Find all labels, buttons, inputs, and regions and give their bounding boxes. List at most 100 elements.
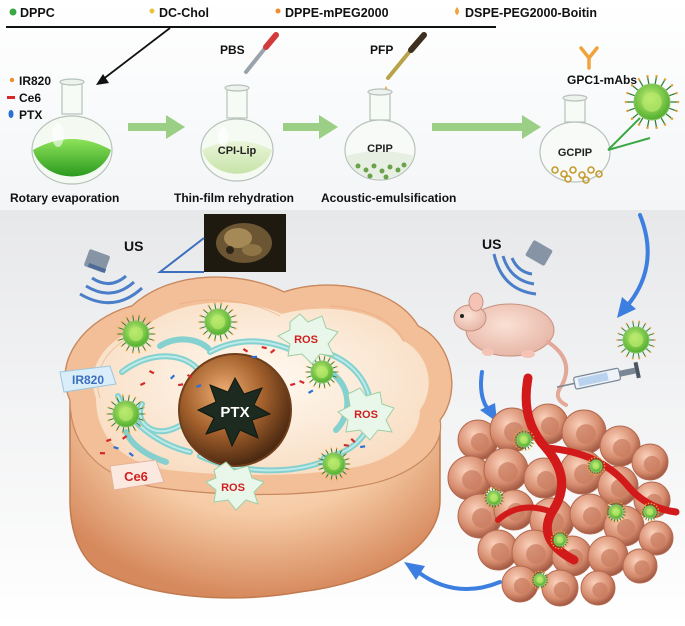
component-label-ir820: IR820: [19, 74, 51, 88]
ros-burst-2: [337, 387, 395, 441]
tumor-cell-26: [580, 570, 616, 606]
drug-mark-20: [148, 370, 155, 375]
legend-label-dppc: DPPC: [20, 6, 55, 20]
legend-dot-dc-chol: [149, 8, 155, 14]
blood-vessel-branch-2: [495, 504, 555, 523]
tumor-tissue: [447, 373, 680, 607]
pipette-pbs: [244, 32, 279, 74]
nanoparticle-large: [624, 75, 680, 129]
flow-arrow-bottom: [404, 562, 502, 592]
drug-mark-14: [290, 382, 296, 387]
component-dot-ir820: [9, 77, 15, 83]
step-caption-2: Thin-film rehydration: [174, 191, 294, 205]
reagent-pfp: PFP: [370, 43, 393, 57]
ultrasound-probe-right-icon: [492, 240, 553, 296]
drug-mark-1: [170, 374, 176, 380]
tumor-nanoparticle-1: [513, 429, 535, 451]
nanoparticle-side: [616, 320, 656, 360]
cell-label-ce6: Ce6: [124, 469, 148, 484]
legend-label-dppe: DPPE-mPEG2000: [285, 6, 389, 20]
drug-mark-10: [113, 446, 119, 450]
tumor-cell-1: [457, 419, 499, 461]
tumor-cell-7: [447, 455, 493, 501]
antibody-icon: [579, 46, 599, 70]
legend-label-dspe: DSPE-PEG2000-Boitin: [465, 6, 597, 20]
ir820-tag: [59, 365, 117, 393]
drug-molecules: [99, 346, 366, 457]
flask-cpip: [344, 88, 416, 181]
drug-mark-3: [186, 374, 193, 379]
flask-gcpip: [539, 94, 611, 184]
component-mark-ptx: [8, 110, 14, 118]
drug-mark-5: [261, 346, 267, 350]
drug-mark-18: [350, 437, 356, 444]
tumor-cell-13: [457, 493, 503, 539]
ce6-tag: [109, 459, 165, 491]
tumor-cell-23: [622, 548, 658, 584]
ros-burst-3: [205, 461, 265, 511]
tumor-cell-6: [631, 443, 669, 481]
tumor-cell: PTX ROS ROS ROS IR820 Ce6: [59, 276, 453, 599]
legend-label-dc-chol: DC-Chol: [159, 6, 209, 20]
ptx-burst-icon: [196, 376, 272, 448]
drug-mark-12: [99, 452, 105, 455]
drug-mark-4: [196, 383, 202, 389]
tumor-nanoparticle-4: [605, 501, 627, 523]
us-label-right: US: [482, 236, 501, 252]
drug-mark-15: [299, 380, 305, 384]
components-list: IR820 Ce6 PTX: [7, 74, 51, 122]
tumor-cell-16: [569, 493, 611, 535]
drug-mark-8: [242, 348, 249, 353]
blood-vessel: [521, 373, 579, 565]
cell-nanoparticle-2: [198, 302, 238, 342]
flow-arrow-middle: [479, 370, 497, 422]
component-label-ce6: Ce6: [19, 91, 41, 105]
drug-mark-17: [343, 443, 349, 447]
legend: DPPC DC-Chol DPPE-mPEG2000 DSPE-PEG2000-…: [6, 6, 597, 28]
ros-label-3: ROS: [221, 482, 245, 494]
tumor-cell-4: [561, 409, 607, 455]
drug-mark-7: [252, 355, 258, 359]
cell-nanoparticle-5: [317, 447, 351, 481]
process-arrow-1: [128, 115, 185, 139]
nanoparticle-zoom-icon: [624, 75, 680, 129]
step-caption-3: Acoustic-emulsification: [321, 191, 456, 205]
drug-mark-21: [139, 381, 146, 386]
us-label-left: US: [124, 238, 143, 254]
tumor-cell-19: [477, 529, 519, 571]
legend-dot-dppc: [9, 8, 17, 16]
drug-mark-2: [178, 383, 184, 387]
ultrasound-image-inset: [157, 214, 286, 273]
cell-nanoparticle-4: [106, 394, 146, 434]
ros-label-1: ROS: [294, 334, 318, 346]
flask-label-cpip: CPIP: [367, 143, 393, 155]
tumor-nanoparticle-6: [640, 502, 660, 522]
ros-burst-1: [277, 313, 339, 365]
cell-label-ir820: IR820: [72, 373, 104, 387]
pointer-arrow: [96, 27, 171, 85]
tumor-nanoparticle-3: [586, 456, 606, 476]
tumor-cell-5: [599, 425, 641, 467]
drug-mark-16: [308, 389, 314, 394]
tumor-cell-20: [511, 529, 557, 575]
flow-arrow-top: [617, 213, 650, 318]
legend-dot-dppe: [275, 8, 281, 14]
drug-mark-11: [121, 435, 128, 440]
tumor-nanoparticles: [483, 429, 660, 590]
component-label-ptx: PTX: [19, 108, 42, 122]
component-mark-ce6: [7, 96, 15, 99]
flask-rotary: [31, 78, 113, 185]
nucleus-label-ptx: PTX: [220, 404, 249, 421]
flask-label-gcpip: GCPIP: [558, 147, 592, 159]
cell-nanoparticle-1: [116, 314, 156, 354]
drug-mark-9: [106, 438, 112, 443]
blood-vessel-branch: [542, 444, 680, 516]
nanoparticle-injection-icon: [616, 320, 656, 360]
process-arrow-3: [432, 115, 541, 139]
ros-label-2: ROS: [354, 409, 378, 421]
process-arrow-2: [283, 115, 338, 139]
flask-cpi-lip: [200, 84, 274, 182]
tumor-nanoparticle-2: [483, 487, 505, 509]
